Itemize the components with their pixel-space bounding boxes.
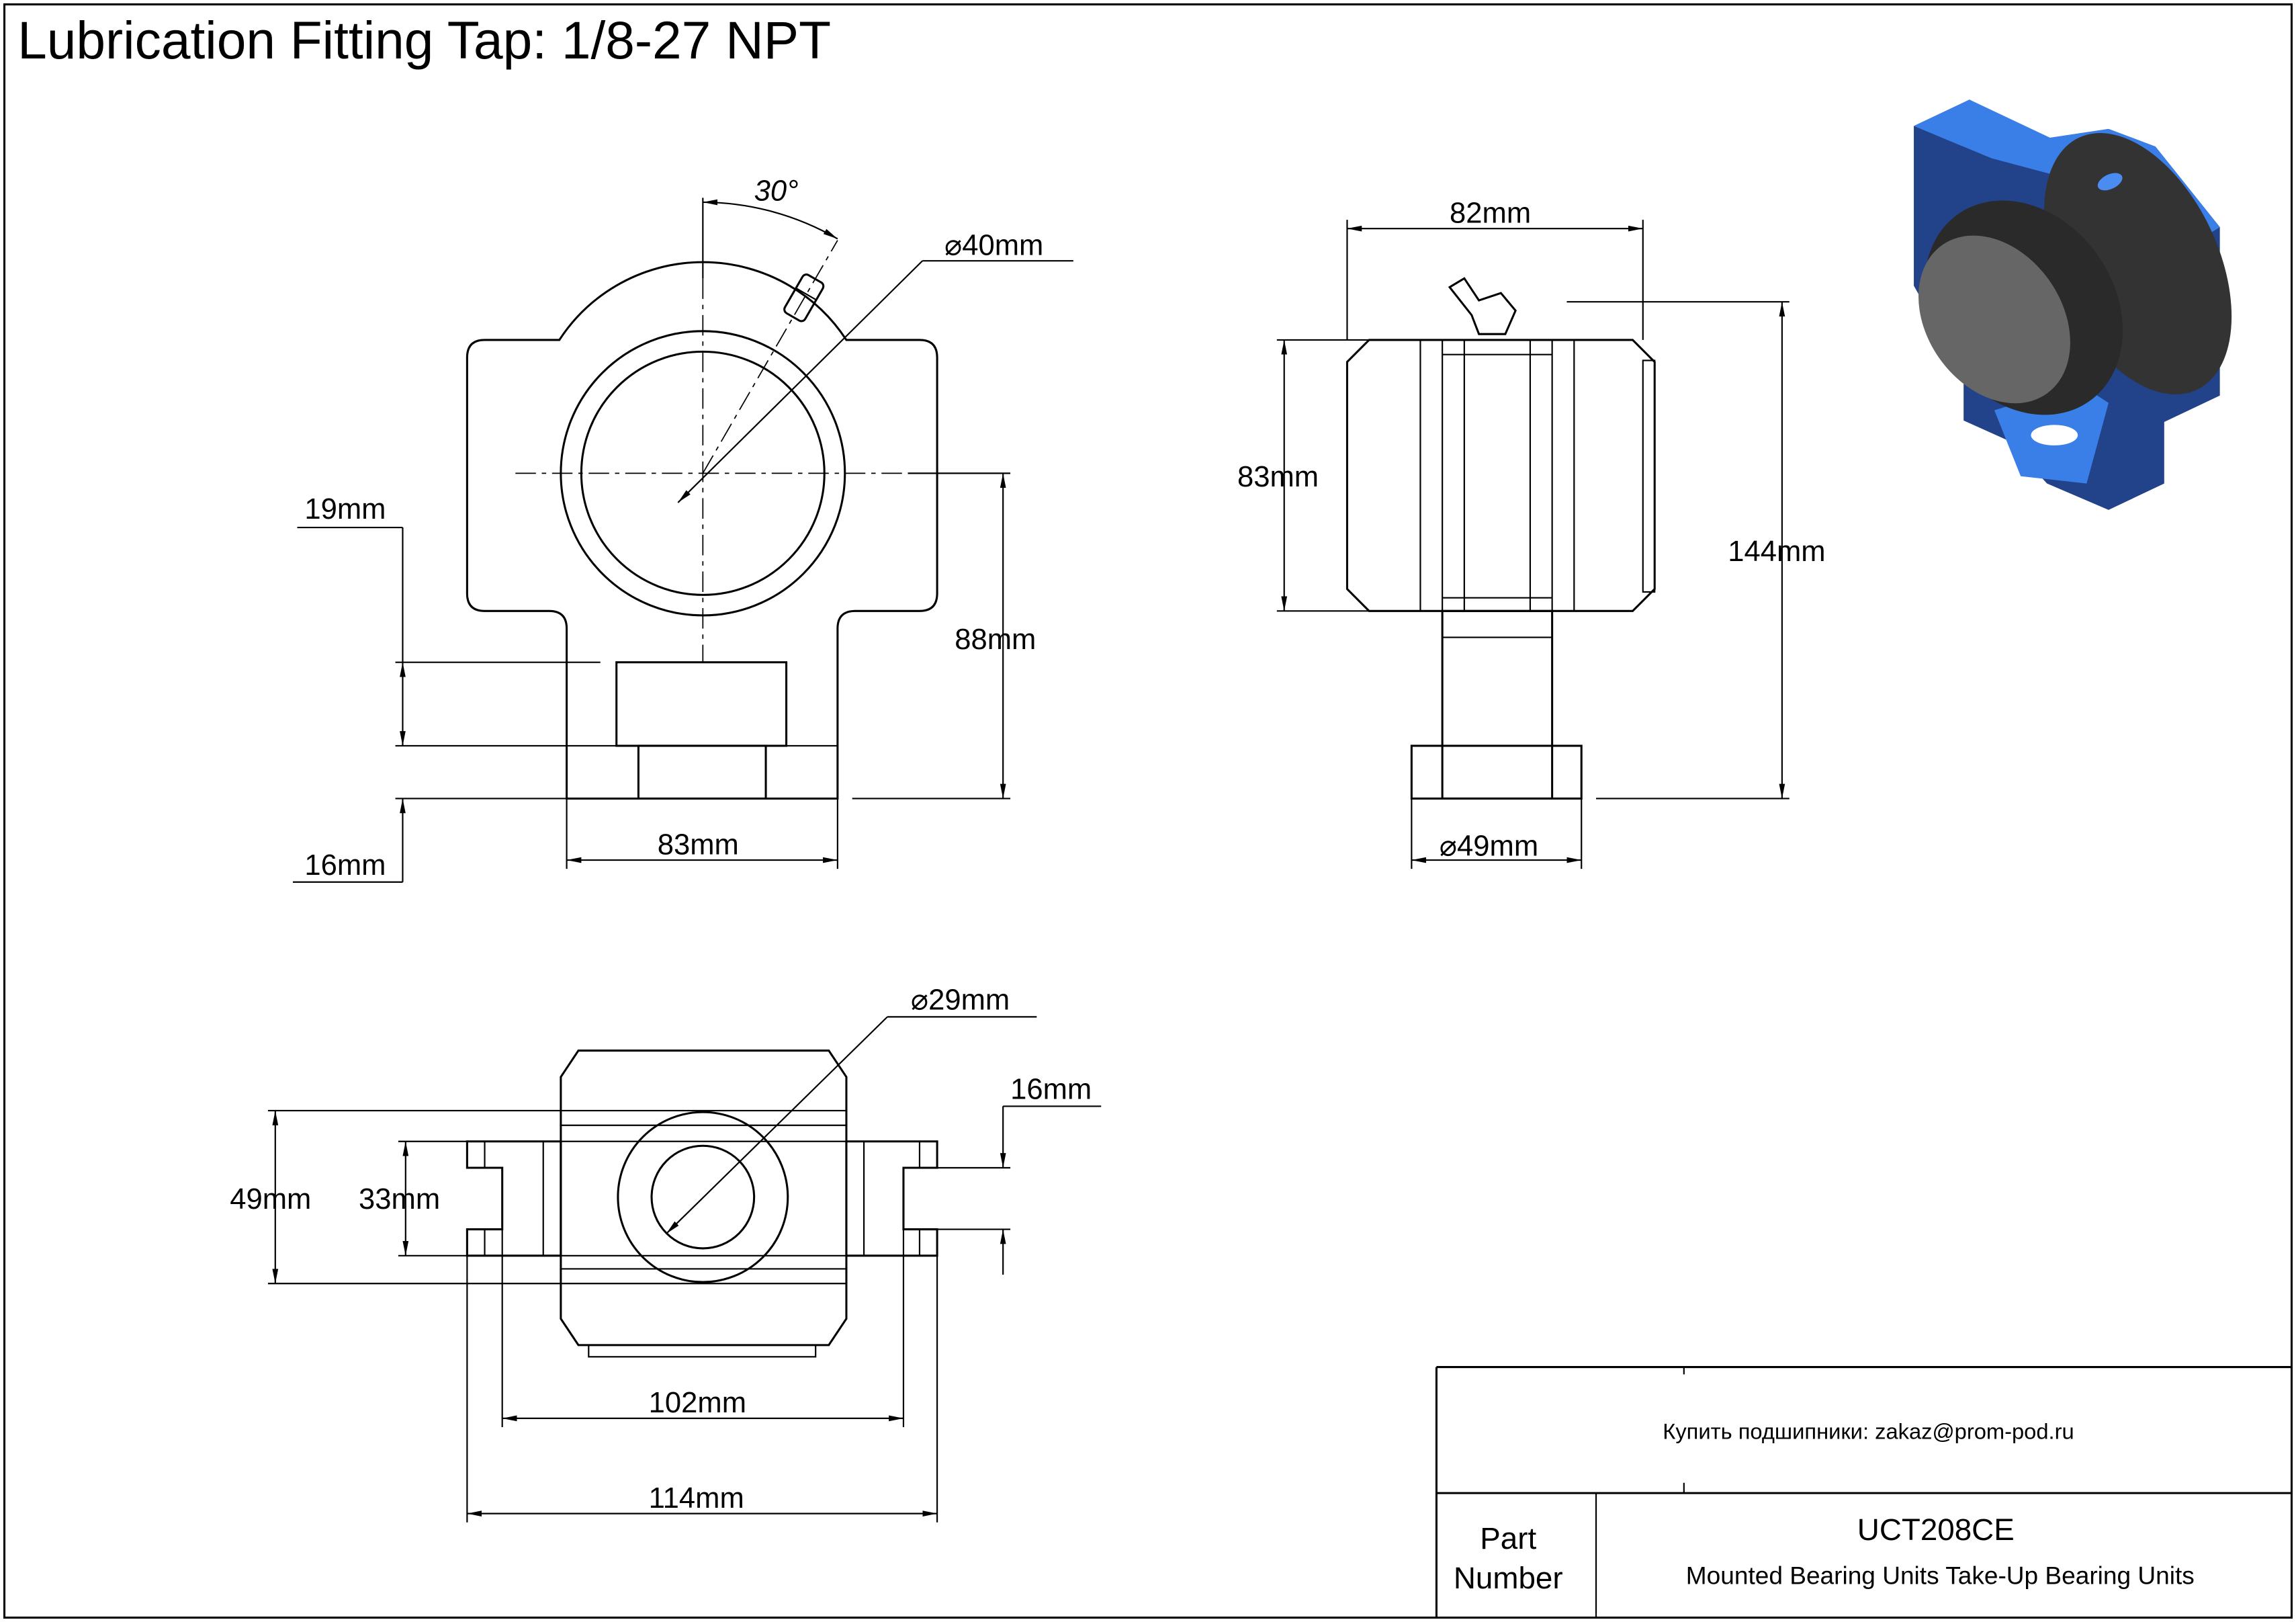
dim-19mm: 19mm <box>304 493 386 525</box>
dim-83mm: 83mm <box>658 828 739 861</box>
dim-16mm-bottom: 16mm <box>1010 1073 1092 1105</box>
angle-label: 30° <box>754 175 799 208</box>
part-description: Mounted Bearing Units Take-Up Bearing Un… <box>1686 1561 2195 1589</box>
side-view: 82mm 83mm 144mm ⌀49mm <box>1237 197 1826 869</box>
dim-49mm: 49mm <box>230 1183 311 1215</box>
dim-144mm: 144mm <box>1728 536 1825 568</box>
contact-text: Купить подшипники: zakaz@prom-pod.ru <box>1663 1418 2074 1443</box>
sheet-border <box>3 3 2293 1619</box>
front-view: 30° ⌀40mm 19mm 16mm 88mm 83mm <box>292 175 1073 883</box>
dim-16mm: 16mm <box>304 849 386 882</box>
bottom-view: ⌀29mm 49mm 33mm 16mm 102mm 114mm <box>230 984 1102 1523</box>
bore-diameter-label: ⌀40mm <box>944 229 1043 261</box>
drawing-title: Lubrication Fitting Tap: 1/8-27 NPT <box>17 11 831 70</box>
hole-diameter-label: ⌀29mm <box>911 984 1010 1016</box>
dim-83mm-side: 83mm <box>1237 461 1319 493</box>
title-block: Купить подшипники: zakaz@prom-pod.ru Par… <box>1435 1366 2292 1618</box>
base-diameter-label: ⌀49mm <box>1440 830 1538 863</box>
dim-114mm: 114mm <box>649 1482 744 1514</box>
bearing-unit-3d-render <box>1914 99 2232 510</box>
grease-fitting-icon <box>1448 277 1517 335</box>
part-label-line2: Number <box>1454 1561 1563 1595</box>
dim-102mm: 102mm <box>649 1387 746 1419</box>
part-label-line1: Part <box>1480 1521 1536 1555</box>
dim-88mm: 88mm <box>955 624 1036 656</box>
dim-82mm: 82mm <box>1450 197 1531 229</box>
dim-33mm: 33mm <box>359 1183 440 1215</box>
part-number: UCT208CE <box>1857 1512 2015 1547</box>
